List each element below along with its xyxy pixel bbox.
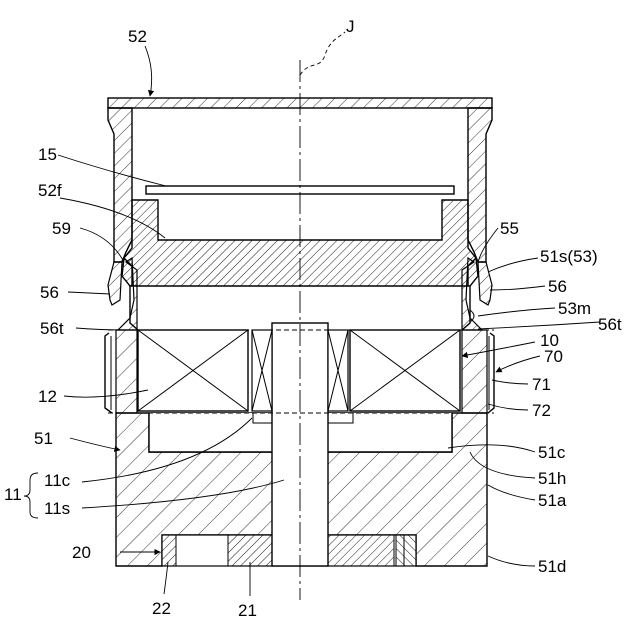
housing-upper-wall-right xyxy=(462,330,487,413)
label-51h: 51h xyxy=(538,469,566,488)
label-53m: 53m xyxy=(558,299,591,318)
bearing-21-left xyxy=(228,535,272,566)
cap-wall-right xyxy=(468,108,492,262)
brace-11 xyxy=(24,473,38,518)
label-72: 72 xyxy=(532,401,551,420)
leader-56t-right xyxy=(478,322,600,329)
ring-part-22 xyxy=(162,535,176,566)
leader-53m xyxy=(478,308,555,316)
label-15: 15 xyxy=(38,145,57,164)
cap-wall-left xyxy=(108,108,132,262)
label-56t-left: 56t xyxy=(40,319,64,338)
label-51s: 51s(53) xyxy=(540,247,598,266)
label-55: 55 xyxy=(500,219,519,238)
label-56-left: 56 xyxy=(40,283,59,302)
label-21: 21 xyxy=(238,601,257,620)
label-56t-right: 56t xyxy=(598,315,622,334)
leader-56-right xyxy=(490,286,545,290)
leader-52 xyxy=(145,46,152,96)
leader-22 xyxy=(164,562,168,594)
leader-51d xyxy=(488,556,535,566)
label-22: 22 xyxy=(152,599,171,618)
label-11s: 11s xyxy=(44,499,70,518)
label-j: J xyxy=(346,17,355,36)
axis-j-leader xyxy=(300,32,345,75)
leader-15 xyxy=(58,155,166,186)
label-12: 12 xyxy=(38,387,57,406)
label-51a: 51a xyxy=(538,491,567,510)
leader-51s xyxy=(488,258,538,272)
leader-56-left xyxy=(68,292,110,294)
leader-51 xyxy=(70,438,120,450)
bearing-21-right xyxy=(328,535,394,566)
label-51d: 51d xyxy=(538,557,566,576)
label-11: 11 xyxy=(4,485,22,504)
label-56-right: 56 xyxy=(548,277,567,296)
leader-71 xyxy=(492,380,528,384)
label-20: 20 xyxy=(72,543,91,562)
label-11c: 11c xyxy=(44,471,71,490)
ring-part-right xyxy=(396,535,416,566)
housing-upper-wall-left xyxy=(116,330,137,413)
label-51: 51 xyxy=(34,429,53,448)
label-52: 52 xyxy=(128,27,147,46)
label-59: 59 xyxy=(52,219,71,238)
leader-51a xyxy=(488,485,535,500)
leader-70 xyxy=(496,356,540,372)
label-70: 70 xyxy=(544,347,563,366)
label-71: 71 xyxy=(532,375,551,394)
label-51c: 51c xyxy=(538,443,566,462)
cap-lip-right xyxy=(478,262,492,305)
cap-lip-left xyxy=(108,262,122,305)
label-52f: 52f xyxy=(38,181,62,200)
